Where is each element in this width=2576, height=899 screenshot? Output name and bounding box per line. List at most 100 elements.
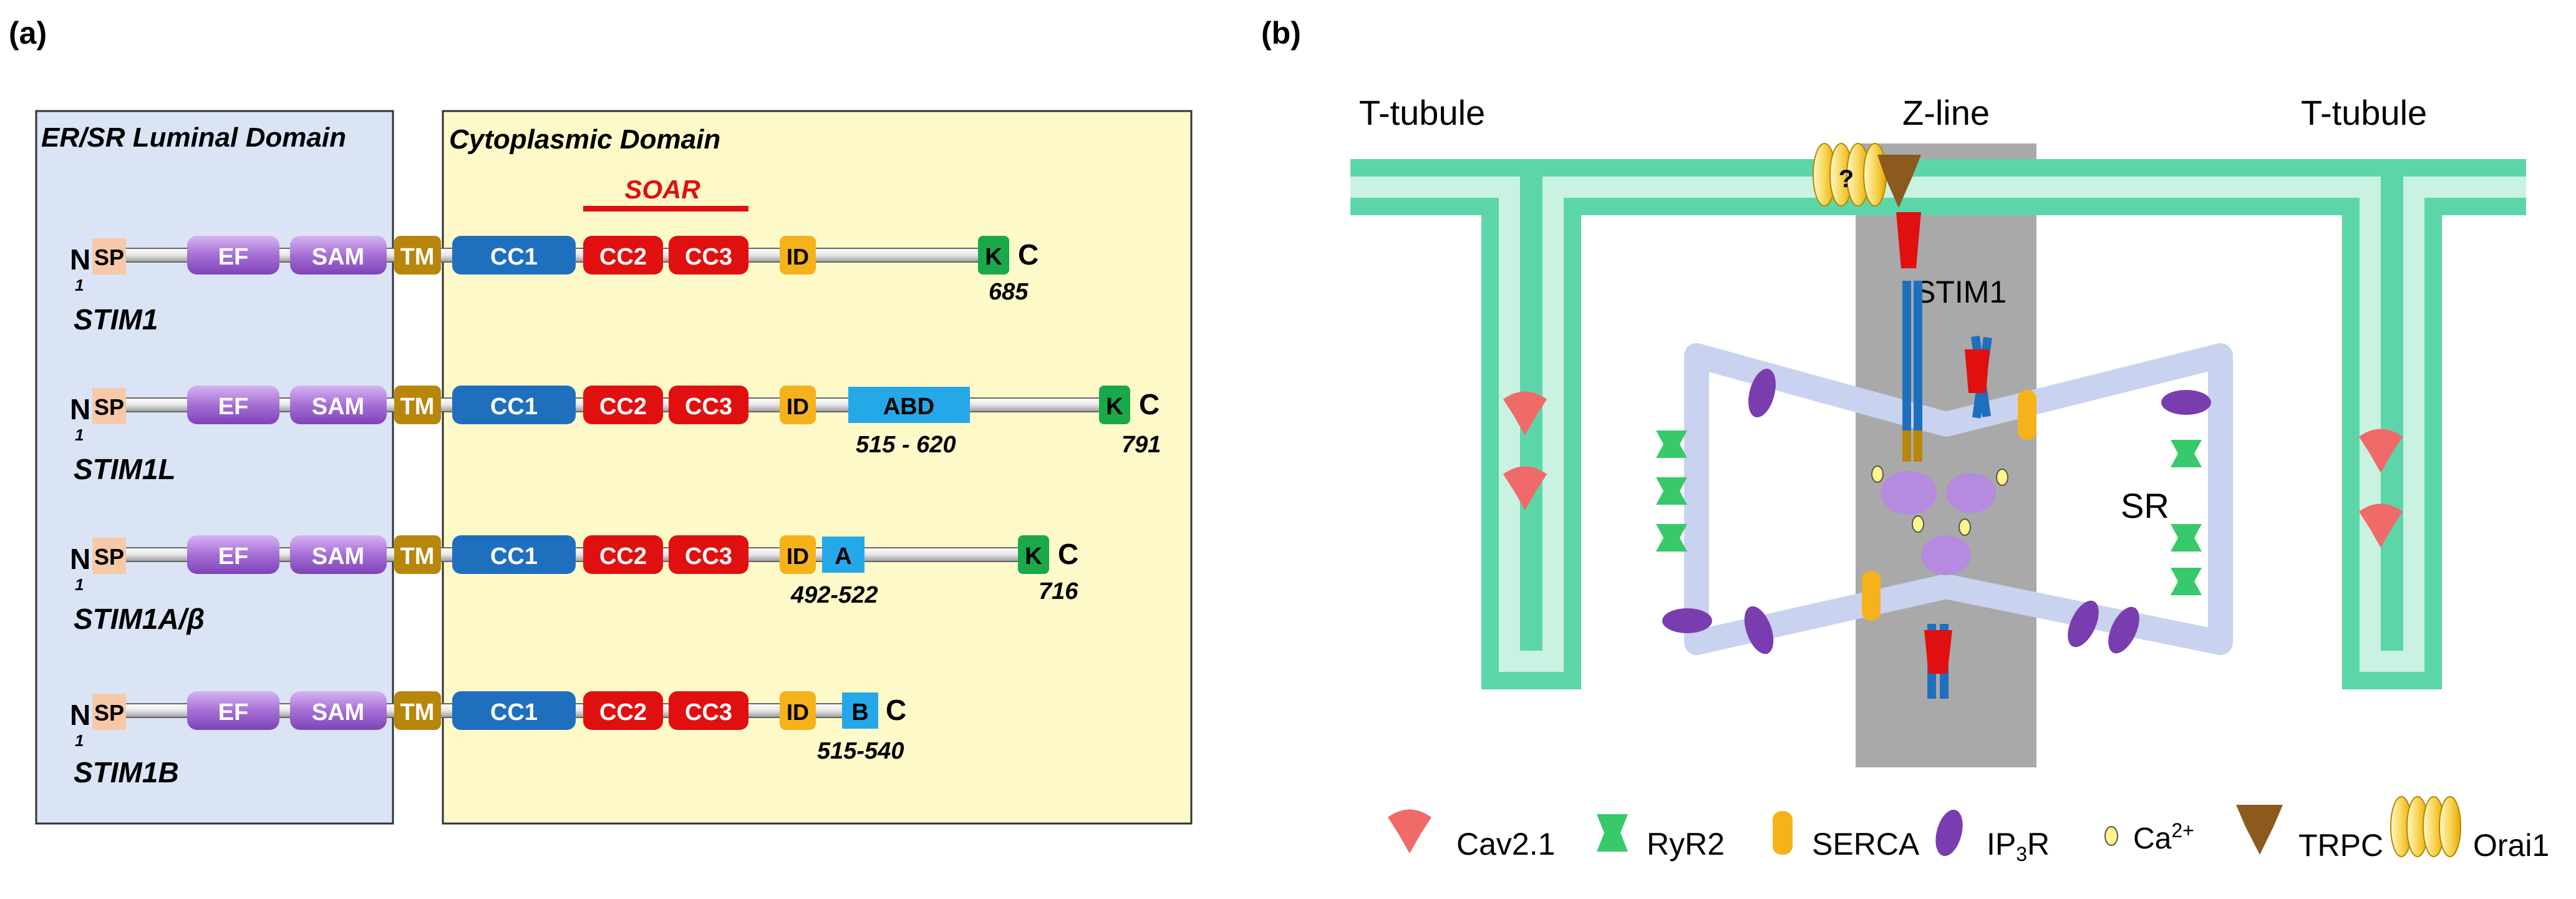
sr-label: SR (2121, 486, 2169, 525)
cc2-domain (583, 236, 663, 275)
cc3-domain (669, 535, 748, 574)
abd-domain (848, 387, 970, 423)
b-label: B (851, 699, 868, 726)
question-mark: ? (1839, 165, 1854, 193)
legend-cav-icon (1388, 809, 1431, 853)
cc3-label: CC3 (685, 394, 732, 420)
sam-domain (290, 691, 387, 730)
legend-ryr-icon (1597, 814, 1628, 852)
ca-sup: 2+ (2171, 819, 2194, 842)
isoform-row-stim1a: N SP EF SAM TM CC1 CC2 CC3 ID A 492-522 … (70, 535, 1078, 635)
orai1-channel-icon (1813, 143, 1887, 207)
cc1-label: CC1 (490, 543, 538, 570)
k-label: K (1106, 394, 1123, 420)
sp-domain (92, 388, 126, 424)
id-domain (780, 236, 816, 275)
end-residue: 685 (989, 279, 1029, 305)
legend-trpc-icon (2236, 805, 2283, 855)
cc2-domain (583, 535, 663, 574)
cc2-domain (583, 386, 663, 424)
legend-ryr-label: RyR2 (1647, 827, 1725, 862)
sp-label: SP (94, 700, 124, 726)
c-terminus-label: C (1058, 538, 1078, 570)
c-terminus-label: C (886, 694, 906, 726)
k-label: K (1025, 543, 1042, 570)
end-residue: 791 (1121, 432, 1161, 458)
a-domain (822, 537, 864, 573)
sam-label: SAM (312, 543, 364, 570)
n-terminus-label: N (70, 699, 90, 731)
id-domain (780, 691, 816, 730)
tm-domain (394, 236, 441, 275)
cc2-label: CC2 (599, 244, 647, 270)
cc1-domain (452, 236, 576, 275)
legend-ca-icon (2104, 826, 2118, 846)
legend-ip3r-icon (1935, 809, 1963, 857)
sr-membrane (1684, 343, 2233, 655)
sp-domain (92, 538, 126, 574)
sam-domain (290, 236, 387, 275)
ef-label: EF (218, 244, 249, 270)
n-terminus-label: N (70, 243, 90, 276)
ef-label: EF (218, 699, 249, 726)
sp-label: SP (94, 245, 124, 270)
a-label: A (835, 543, 851, 570)
panel-b-label: (b) (1261, 16, 1301, 51)
legend-orai-label: Orai1 (2473, 828, 2549, 863)
sam-domain (290, 535, 387, 574)
isoform-name: STIM1B (74, 756, 179, 789)
b-domain (842, 692, 878, 729)
id-label: ID (787, 543, 809, 569)
b-range: 515-540 (817, 738, 904, 764)
start-residue: 1 (75, 276, 84, 294)
isoform-name: STIM1L (74, 453, 176, 485)
cav-channel-icon (1503, 391, 2403, 548)
t-tubule-membrane (1350, 159, 2526, 689)
serca-pump-icon (1862, 390, 2036, 621)
cc3-label: CC3 (685, 244, 732, 270)
sam-label: SAM (312, 244, 364, 270)
legend-trpc-label: TRPC (2298, 828, 2383, 863)
cc3-domain (669, 386, 748, 424)
ca-main: Ca (2133, 822, 2172, 855)
start-residue: 1 (75, 425, 84, 444)
soar-label: SOAR (624, 175, 700, 204)
isoform-row-stim1b: N SP EF SAM TM CC1 CC2 CC3 ID B C 515-54… (70, 691, 906, 789)
z-line-label: Z-line (1902, 93, 1990, 132)
cc3-label: CC3 (685, 699, 732, 726)
id-label: ID (787, 244, 809, 270)
id-label: ID (787, 699, 809, 725)
sp-label: SP (94, 394, 124, 420)
k-label: K (985, 244, 1002, 270)
c-terminus-label: C (1018, 238, 1039, 271)
end-residue: 716 (1039, 578, 1078, 605)
abd-range: 515 - 620 (856, 432, 956, 458)
id-domain (780, 535, 816, 574)
calcium-ion-icon (1871, 465, 2008, 536)
cc1-label: CC1 (490, 699, 538, 726)
cc3-domain (669, 236, 748, 275)
n-terminus-label: N (70, 543, 90, 575)
cc2-label: CC2 (599, 699, 647, 726)
tm-label: TM (400, 699, 435, 726)
t-tubule-left-label: T-tubule (1359, 93, 1485, 132)
tm-domain (394, 535, 441, 574)
n-terminus-label: N (70, 393, 90, 425)
panel-a-label: (a) (9, 16, 47, 51)
sp-label: SP (94, 544, 124, 570)
cc3-domain (669, 691, 748, 730)
c-terminus-label: C (1139, 388, 1160, 420)
legend-ca-label: Ca2+ (2133, 819, 2194, 855)
a-range: 492-522 (790, 582, 878, 608)
k-domain (978, 236, 1009, 275)
ef-label: EF (218, 543, 249, 570)
ip3r-main: IP (1987, 827, 2016, 862)
id-domain (780, 386, 816, 424)
legend-serca-icon (1773, 811, 1793, 855)
cc3-label: CC3 (685, 543, 732, 570)
legend-ip3r-label: IP3R (1987, 827, 2050, 865)
ryr-channel-icon (1656, 430, 2202, 595)
stim1-molecule-icon (1881, 212, 1996, 699)
isoform-name: STIM1A/β (74, 603, 205, 635)
abd-label: ABD (883, 394, 934, 420)
